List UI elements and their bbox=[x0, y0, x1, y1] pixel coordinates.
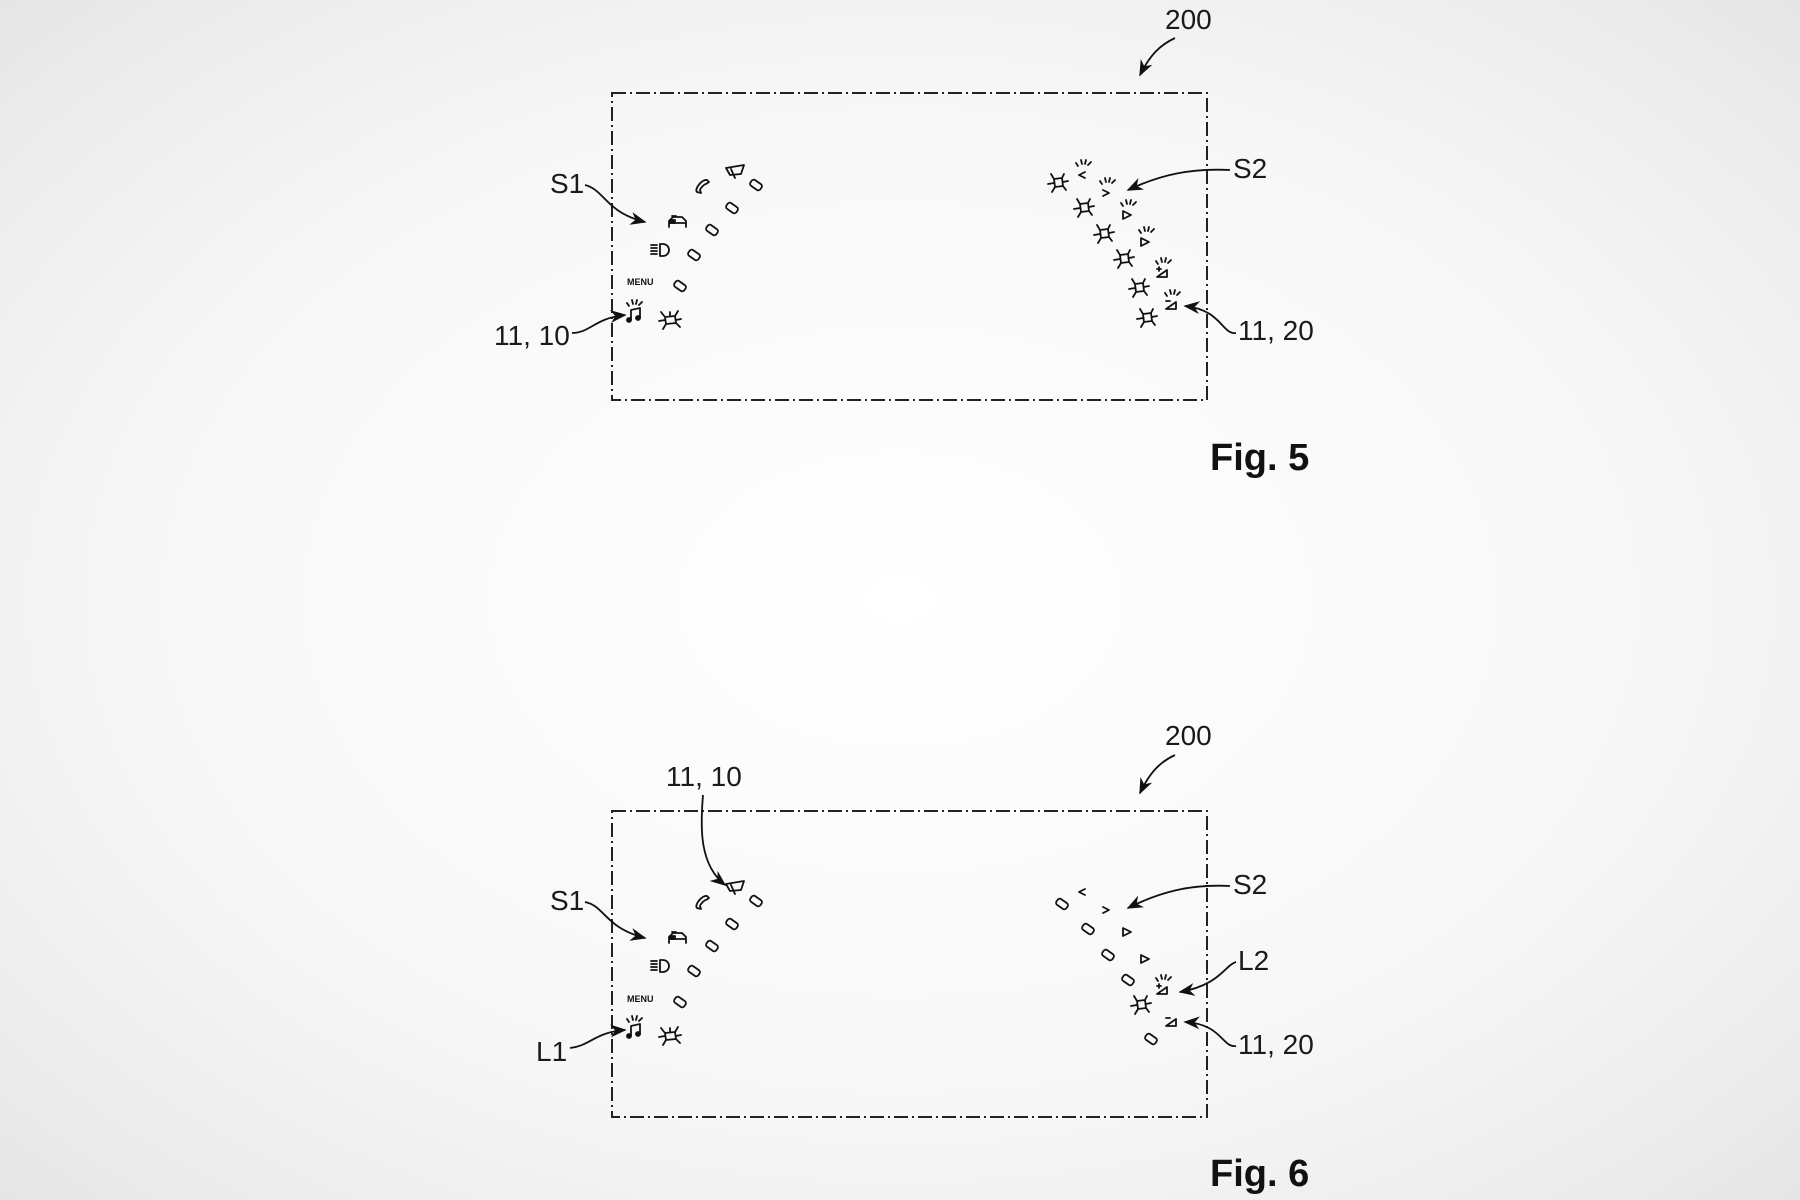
bug-light-icon bbox=[1047, 173, 1069, 193]
car-icon bbox=[668, 931, 687, 944]
light-rays-icon bbox=[1099, 177, 1116, 185]
bug-light-icon bbox=[1113, 249, 1135, 269]
s2-label: S2 bbox=[1233, 869, 1267, 900]
headlight-icon bbox=[650, 243, 670, 257]
triangle-icon bbox=[1122, 210, 1132, 220]
slot-button-icon[interactable] bbox=[749, 178, 763, 192]
top-element-arrow bbox=[700, 794, 727, 887]
music-icon bbox=[626, 307, 641, 323]
l2-label: L2 bbox=[1238, 945, 1269, 976]
triangle-plus-icon bbox=[1156, 266, 1168, 278]
triangle-icon bbox=[1140, 237, 1150, 247]
triangle-minus-icon bbox=[1165, 1017, 1177, 1027]
slot-button-icon[interactable] bbox=[1055, 897, 1069, 911]
bug-light-icon bbox=[1128, 278, 1150, 298]
figure-6: 200 11, 10 S1 L1 S2 L2 11, 20 Fig. 6 MEN… bbox=[536, 720, 1314, 1195]
light-rays-icon bbox=[626, 299, 643, 307]
wiper-icon bbox=[725, 880, 745, 895]
phone-icon bbox=[695, 179, 710, 194]
display-frame bbox=[611, 92, 1208, 401]
light-rays-icon bbox=[1155, 257, 1172, 265]
menu-label: MENU bbox=[627, 277, 654, 287]
right-element-label: 11, 20 bbox=[1238, 1029, 1314, 1060]
figure-caption: Fig. 6 bbox=[1210, 1153, 1309, 1195]
top-element-label: 11, 10 bbox=[666, 761, 742, 792]
slot-button-icon[interactable] bbox=[1121, 973, 1135, 987]
triangle-minus-icon bbox=[1165, 300, 1177, 310]
triangle-icon bbox=[1140, 954, 1150, 964]
s1-label: S1 bbox=[550, 885, 584, 916]
s2-label: S2 bbox=[1233, 153, 1267, 184]
light-rays-icon bbox=[1155, 974, 1172, 982]
triangle-plus-icon bbox=[1156, 983, 1168, 995]
chevron-right-icon bbox=[1102, 189, 1110, 197]
left-element-label: 11, 10 bbox=[494, 320, 570, 351]
s2-arrow bbox=[1126, 884, 1231, 909]
light-rays-icon bbox=[626, 1015, 643, 1023]
s1-arrow bbox=[584, 184, 647, 225]
ref-arrow bbox=[1139, 37, 1176, 77]
slot-button-icon[interactable] bbox=[705, 223, 719, 237]
triangle-icon bbox=[1122, 927, 1132, 937]
slot-button-icon[interactable] bbox=[687, 248, 701, 262]
slot-button-icon[interactable] bbox=[1081, 922, 1095, 936]
right-element-arrow bbox=[1183, 301, 1237, 334]
s1-arrow bbox=[584, 901, 647, 941]
headlight-icon bbox=[650, 959, 670, 973]
figure-5: 200 S1 11, 10 S2 11, 20 Fig. 5 MENU bbox=[494, 4, 1314, 479]
s2-arrow bbox=[1126, 168, 1231, 191]
slot-button-icon[interactable] bbox=[749, 894, 763, 908]
light-rays-icon bbox=[1075, 159, 1092, 167]
wiper-icon bbox=[725, 164, 745, 179]
l1-label: L1 bbox=[536, 1036, 567, 1067]
right-element-arrow bbox=[1183, 1016, 1237, 1047]
light-rays-icon bbox=[1120, 199, 1137, 207]
menu-label: MENU bbox=[627, 994, 654, 1004]
left-element-arrow bbox=[571, 310, 627, 334]
chevron-right-icon bbox=[1102, 906, 1110, 914]
slot-button-icon[interactable] bbox=[1144, 1032, 1158, 1046]
music-icon bbox=[626, 1023, 641, 1039]
ambient-light-icon bbox=[658, 1026, 682, 1046]
chevron-left-icon bbox=[1078, 888, 1086, 896]
display-ref-label: 200 bbox=[1165, 4, 1212, 35]
slot-button-icon[interactable] bbox=[687, 964, 701, 978]
right-element-label: 11, 20 bbox=[1238, 315, 1314, 346]
l1-arrow bbox=[569, 1024, 627, 1049]
display-ref-label: 200 bbox=[1165, 720, 1212, 751]
slot-button-icon[interactable] bbox=[673, 279, 687, 293]
light-rays-icon bbox=[1164, 289, 1181, 297]
phone-icon bbox=[695, 895, 710, 910]
chevron-left-icon bbox=[1078, 171, 1086, 179]
slot-button-icon[interactable] bbox=[725, 201, 739, 215]
bug-light-icon bbox=[1130, 995, 1152, 1015]
light-rays-icon bbox=[1138, 226, 1155, 234]
slot-button-icon[interactable] bbox=[1101, 948, 1115, 962]
bug-light-icon bbox=[1136, 308, 1158, 328]
l2-arrow bbox=[1178, 961, 1237, 996]
display-frame bbox=[611, 810, 1208, 1118]
car-icon bbox=[668, 215, 687, 228]
bug-light-icon bbox=[1093, 224, 1115, 244]
bug-light-icon bbox=[1073, 198, 1095, 218]
ref-arrow bbox=[1139, 754, 1176, 795]
s1-label: S1 bbox=[550, 168, 584, 199]
slot-button-icon[interactable] bbox=[705, 939, 719, 953]
figure-caption: Fig. 5 bbox=[1210, 437, 1309, 479]
slot-button-icon[interactable] bbox=[673, 995, 687, 1009]
slot-button-icon[interactable] bbox=[725, 917, 739, 931]
ambient-light-icon bbox=[658, 310, 682, 330]
